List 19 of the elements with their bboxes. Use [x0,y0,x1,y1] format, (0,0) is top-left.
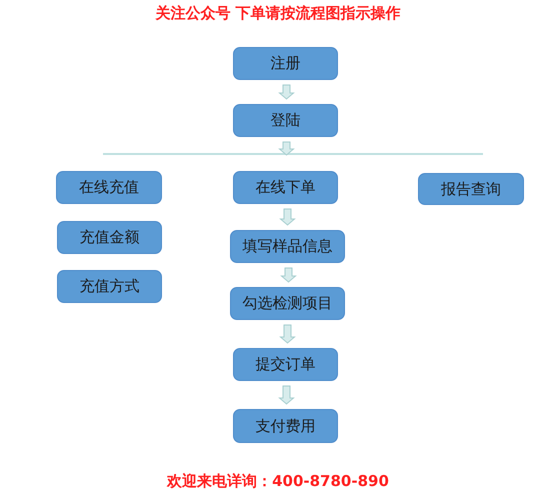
arrow [279,208,296,226]
title: 关注公众号 下单请按流程图指示操作 [155,4,401,23]
process-box: 充值金额 [57,221,162,254]
contact-text: 欢迎来电详询：400-8780-890 [167,472,389,491]
process-box: 注册 [233,47,338,80]
process-box: 勾选检测项目 [230,287,345,320]
arrow [278,142,295,156]
process-box: 充值方式 [57,270,162,303]
arrow [278,84,295,100]
process-box: 在线充值 [56,171,162,204]
process-box: 登陆 [233,104,338,137]
process-box: 支付费用 [233,409,338,443]
process-box: 报告查询 [418,173,524,205]
process-box: 在线下单 [233,171,338,204]
arrow [278,386,295,405]
process-box: 填写样品信息 [230,230,345,263]
arrow [279,324,296,344]
arrow [280,268,297,283]
process-box: 提交订单 [233,348,338,381]
